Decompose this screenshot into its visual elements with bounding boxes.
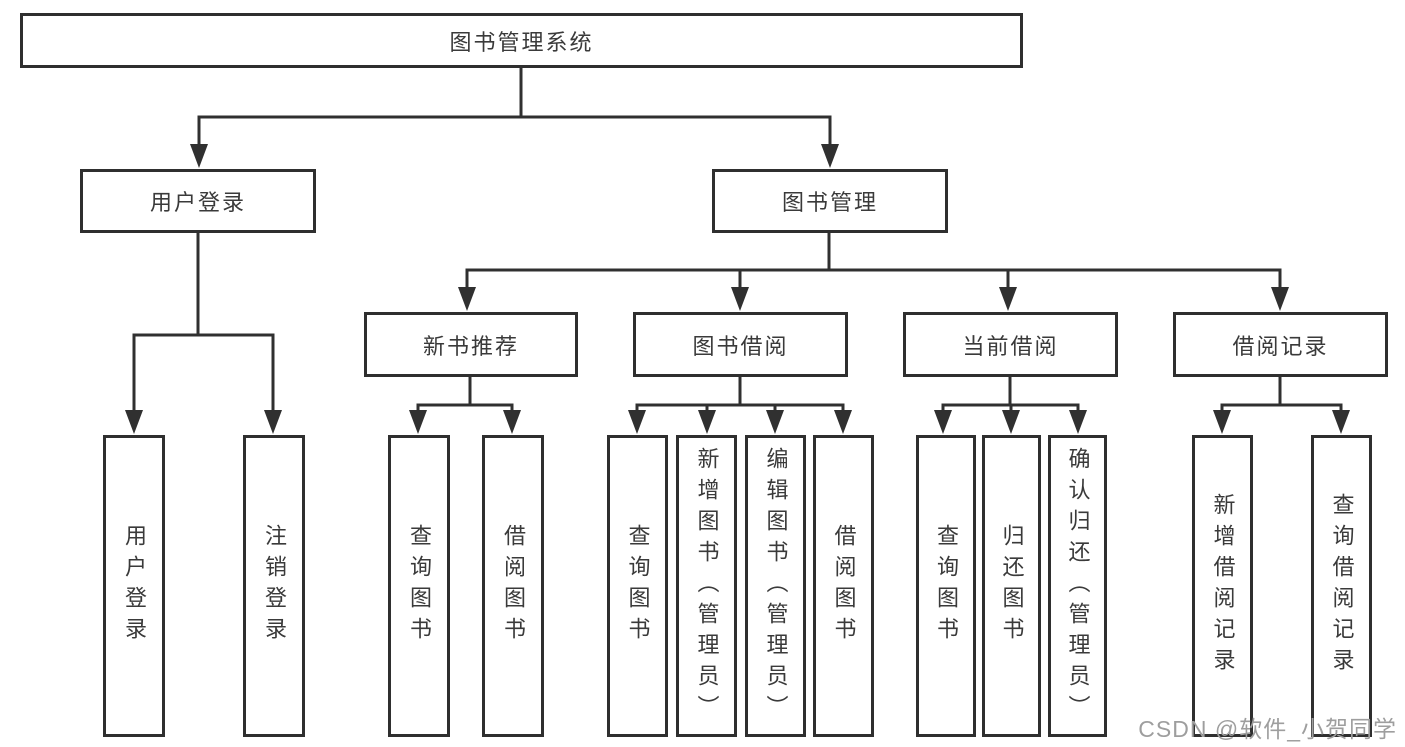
leaf-user-login-label: 用户登录 <box>122 524 147 648</box>
node-borrow-records-label: 借阅记录 <box>1232 333 1329 359</box>
leaf-query-books-current: 查询图书 <box>916 435 976 737</box>
leaf-add-borrow-record-label: 新增借阅记录 <box>1210 493 1236 679</box>
node-user-login: 用户登录 <box>80 169 316 233</box>
leaf-add-borrow-record: 新增借阅记录 <box>1192 435 1253 737</box>
leaf-query-books-current-label: 查询图书 <box>934 524 959 648</box>
leaf-add-book-admin: 新增图书（管理员） <box>676 435 737 737</box>
node-book-borrow-label: 图书借阅 <box>692 333 789 359</box>
node-new-books-label: 新书推荐 <box>422 333 519 359</box>
node-user-login-label: 用户登录 <box>149 190 246 215</box>
leaf-logout-label: 注销登录 <box>262 524 287 648</box>
leaf-query-borrow-record-label: 查询借阅记录 <box>1329 493 1355 679</box>
leaf-add-book-admin-label: 新增图书（管理员） <box>694 446 720 726</box>
connector-user-login <box>125 233 282 434</box>
connector-book-management <box>458 233 1289 311</box>
node-borrow-records: 借阅记录 <box>1173 312 1388 377</box>
leaf-user-login: 用户登录 <box>103 435 165 737</box>
node-current-borrow: 当前借阅 <box>903 312 1118 377</box>
leaf-edit-book-admin-label: 编辑图书（管理员） <box>763 446 789 726</box>
node-book-management: 图书管理 <box>712 169 948 233</box>
leaf-confirm-return-admin: 确认归还（管理员） <box>1048 435 1107 737</box>
connector-new-books <box>409 377 521 434</box>
csdn-watermark: CSDN @软件_小贺同学 <box>1138 716 1397 742</box>
leaf-edit-book-admin: 编辑图书（管理员） <box>745 435 806 737</box>
leaf-return-book: 归还图书 <box>982 435 1041 737</box>
leaf-query-books-borrow-label: 查询图书 <box>625 524 651 648</box>
leaf-query-books-borrow: 查询图书 <box>607 435 668 737</box>
leaf-return-book-label: 归还图书 <box>999 524 1025 648</box>
connector-borrow-records <box>1213 377 1350 434</box>
connector-current-borrow <box>934 377 1087 434</box>
leaf-logout: 注销登录 <box>243 435 305 737</box>
node-book-management-label: 图书管理 <box>781 190 878 215</box>
leaf-query-borrow-record: 查询借阅记录 <box>1311 435 1372 737</box>
leaf-borrow-books-label: 借阅图书 <box>831 524 857 648</box>
node-current-borrow-label: 当前借阅 <box>962 333 1059 359</box>
leaf-borrow-books-new: 借阅图书 <box>482 435 544 737</box>
leaf-borrow-books: 借阅图书 <box>813 435 874 737</box>
node-book-borrow: 图书借阅 <box>633 312 848 377</box>
leaf-query-books-new-label: 查询图书 <box>407 524 432 648</box>
node-root: 图书管理系统 <box>20 13 1023 68</box>
leaf-query-books-new: 查询图书 <box>388 435 450 737</box>
leaf-confirm-return-admin-label: 确认归还（管理员） <box>1065 446 1091 726</box>
leaf-borrow-books-new-label: 借阅图书 <box>501 524 526 648</box>
node-new-books: 新书推荐 <box>364 312 578 377</box>
connector-root <box>190 68 839 168</box>
connector-book-borrow <box>628 377 852 434</box>
node-root-label: 图书管理系统 <box>449 29 594 55</box>
